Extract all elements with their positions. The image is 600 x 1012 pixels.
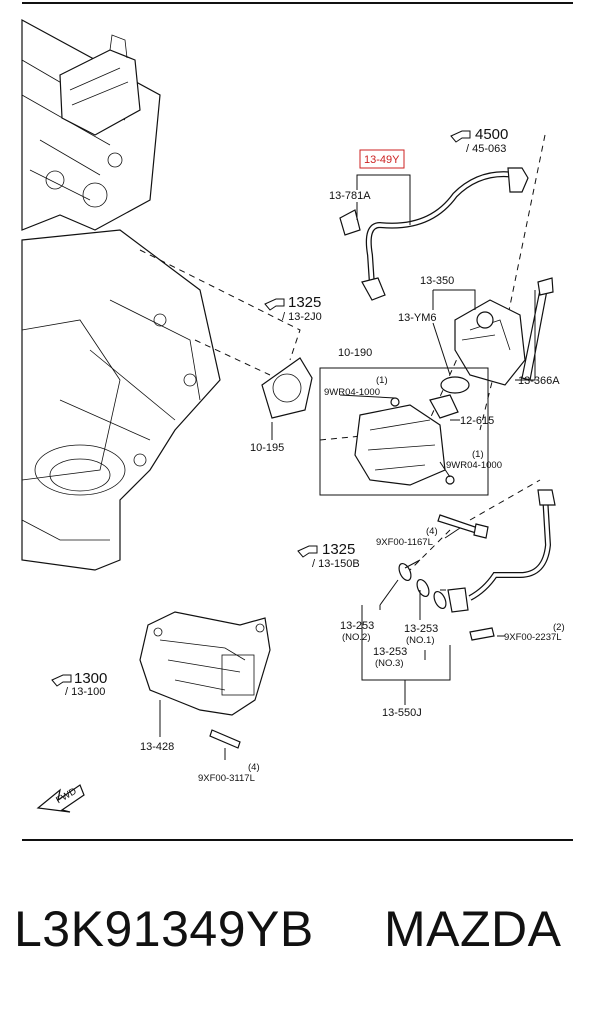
- label-13-428: 13-428: [140, 741, 174, 753]
- label-qty1b: (1): [472, 449, 484, 460]
- label-13-550j: 13-550J: [382, 707, 422, 719]
- label-1325-b: 1325: [322, 541, 355, 558]
- label-13-ym6: 13-YM6: [398, 312, 437, 324]
- label-qty2: (2): [553, 622, 565, 633]
- label-13-150b: / 13-150B: [312, 558, 360, 570]
- label-no3: (NO.3): [375, 658, 404, 669]
- label-13-100: / 13-100: [65, 686, 105, 698]
- label-13-366a: 13-366A: [518, 375, 560, 387]
- hand-pointer-icon-1325b: [297, 545, 318, 558]
- label-9xf00-2237l: 9XF00-2237L: [504, 632, 562, 643]
- label-no2: (NO.2): [342, 632, 371, 643]
- label-10-190: 10-190: [338, 347, 372, 359]
- label-no1: (NO.1): [406, 635, 435, 646]
- label-9xf00-3117l: 9XF00-3117L: [198, 773, 255, 784]
- label-4500: 4500: [475, 126, 508, 143]
- fuel-pipe-13-49y: [339, 167, 529, 301]
- label-13-2j0: / 13-2J0: [282, 311, 322, 323]
- highlight-box: [359, 149, 405, 169]
- label-13-350: 13-350: [420, 275, 454, 287]
- part-number: L3K91349YB: [14, 901, 314, 957]
- label-13-781a: 13-781A: [329, 190, 371, 202]
- box-10-190: [319, 367, 489, 496]
- label-9wr04-a: 9WR04-1000: [324, 387, 380, 398]
- label-12-615: 12-615: [460, 415, 494, 427]
- label-13-253-no1: 13-253: [404, 623, 438, 635]
- engine-block: [21, 18, 221, 571]
- hand-pointer-icon-4500: [450, 130, 471, 143]
- brand-name: MAZDA: [384, 901, 562, 957]
- label-qty1a: (1): [376, 375, 388, 386]
- label-1300: 1300: [74, 670, 107, 687]
- part-caption: L3K91349YB MAZDA: [0, 900, 600, 970]
- bolt-9xf00-1167l: [437, 514, 489, 539]
- label-qty4b: (4): [248, 762, 260, 773]
- label-leaders: [159, 174, 536, 760]
- hand-pointer-icon-1325a: [264, 298, 285, 311]
- label-9wr04-b: 9WR04-1000: [446, 460, 502, 471]
- return-pipe-13-550j: [398, 489, 556, 641]
- label-13-49y: 13-49Y: [364, 154, 400, 166]
- label-10-195: 10-195: [250, 442, 284, 454]
- label-qty4a: (4): [426, 526, 438, 537]
- label-9xf00-1167l: 9XF00-1167L: [376, 537, 433, 548]
- bracket-13-428: [139, 611, 271, 749]
- label-13-253-no2: 13-253: [340, 620, 374, 632]
- hand-pointer-icon-1300: [51, 674, 72, 687]
- fwd-arrow-icon: [36, 784, 85, 813]
- label-45-063: / 45-063: [466, 143, 506, 155]
- label-1325-a: 1325: [288, 294, 321, 311]
- gasket-10-195: [261, 357, 313, 419]
- label-13-253-no3: 13-253: [373, 646, 407, 658]
